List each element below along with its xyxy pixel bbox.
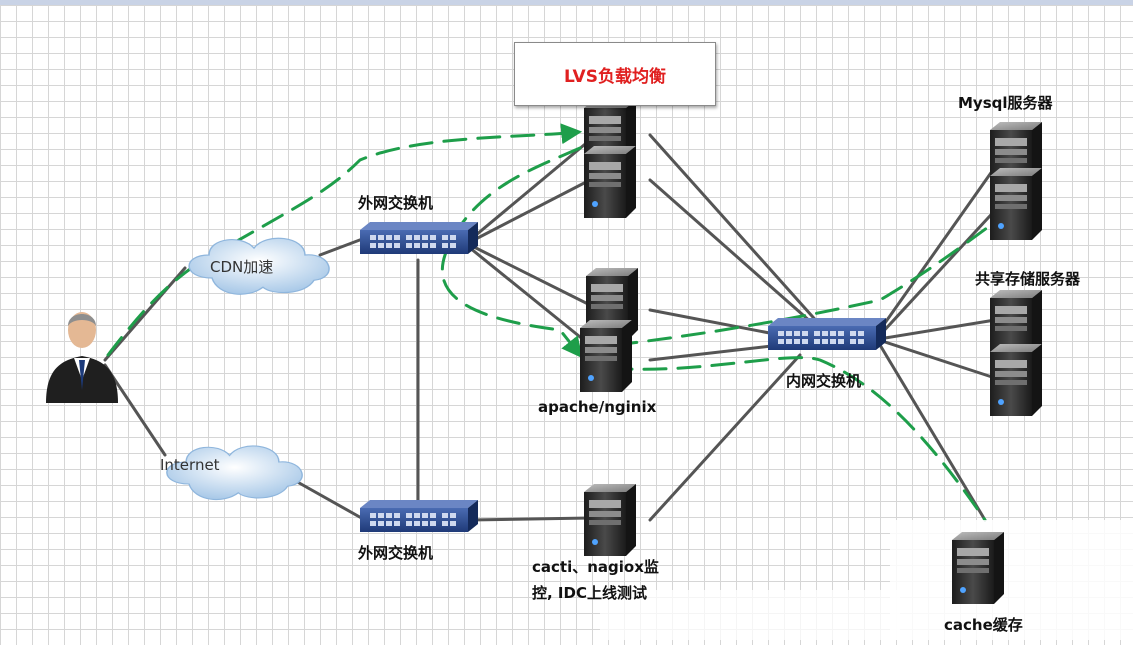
label-outer-switch-bottom: 外网交换机 xyxy=(358,544,434,562)
link-inner-store1 xyxy=(883,318,997,340)
link-switch-web2 xyxy=(468,246,592,347)
link-switch-lvs1 xyxy=(468,138,592,242)
label-web-servers: apache/nginix xyxy=(538,398,657,416)
network-links xyxy=(103,133,1002,522)
top-border xyxy=(0,0,1133,5)
link-switch-web1 xyxy=(468,243,592,307)
link-switch-monitor xyxy=(468,516,592,522)
link-lvs2-inner xyxy=(648,178,822,332)
link-lvs1-inner xyxy=(648,133,822,327)
link-switch-lvs2 xyxy=(468,178,592,244)
link-user-cdn xyxy=(103,266,187,362)
faded-region-cache xyxy=(890,520,1133,640)
user-icon xyxy=(46,312,118,403)
link-inner-mysql1 xyxy=(878,158,1002,332)
flow-lvs-web xyxy=(440,146,583,359)
link-cdn-switch xyxy=(318,236,367,257)
cache-server-icon xyxy=(952,532,1004,604)
flow-user-lvs xyxy=(106,123,583,357)
lvs-label-box: LVS负载均衡 xyxy=(514,42,716,106)
link-user-internet xyxy=(103,363,167,457)
flow-web-cache xyxy=(608,356,987,522)
label-shared-storage: 共享存储服务器 xyxy=(975,270,1081,288)
lvs-title: LVS负载均衡 xyxy=(564,66,666,87)
link-inner-cache xyxy=(878,343,987,522)
label-mysql: Mysql服务器 xyxy=(958,94,1053,112)
label-monitor-line1: cacti、nagiox监 xyxy=(532,558,659,576)
label-internet: Internet xyxy=(160,456,220,474)
link-monitor-inner xyxy=(648,353,802,522)
label-monitor-line2: 控, IDC上线测试 xyxy=(532,584,647,602)
flow-web-mysql xyxy=(613,199,1026,347)
traffic-flows xyxy=(106,123,1026,522)
link-inner-store2 xyxy=(883,340,997,380)
link-web1-inner xyxy=(648,308,782,337)
label-inner-switch: 内网交换机 xyxy=(786,372,862,390)
link-inner-mysql2 xyxy=(878,203,1002,337)
label-cdn: CDN加速 xyxy=(210,258,274,276)
faded-region xyxy=(600,590,900,640)
label-cache: cache缓存 xyxy=(944,616,1023,634)
link-web2-inner xyxy=(648,343,782,362)
label-outer-switch-top: 外网交换机 xyxy=(358,194,434,212)
